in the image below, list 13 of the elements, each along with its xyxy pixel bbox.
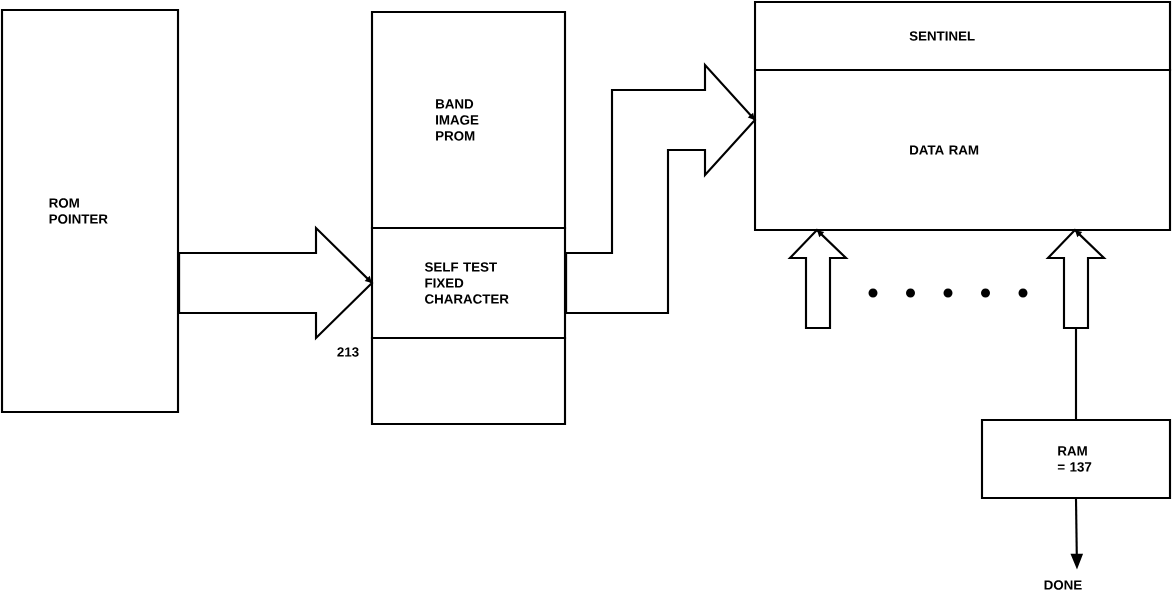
edge-label: 213 xyxy=(337,347,359,357)
bus-arrow xyxy=(565,62,757,315)
memory-box xyxy=(370,336,567,426)
memory-box: SELF TEST FIXED CHARACTER xyxy=(370,226,567,340)
bus-arrow xyxy=(787,228,849,330)
memory-box: DATA RAM xyxy=(753,68,1172,232)
bus-arrow xyxy=(178,225,374,341)
process-box: RAM = 137 xyxy=(980,418,1172,500)
process-box: ROM POINTER xyxy=(0,8,180,414)
memory-box: BAND IMAGE PROM xyxy=(370,10,567,230)
bus-arrow xyxy=(1045,228,1107,419)
end-text: DONE xyxy=(1044,580,1082,590)
memory-box: SENTINEL xyxy=(753,0,1172,72)
